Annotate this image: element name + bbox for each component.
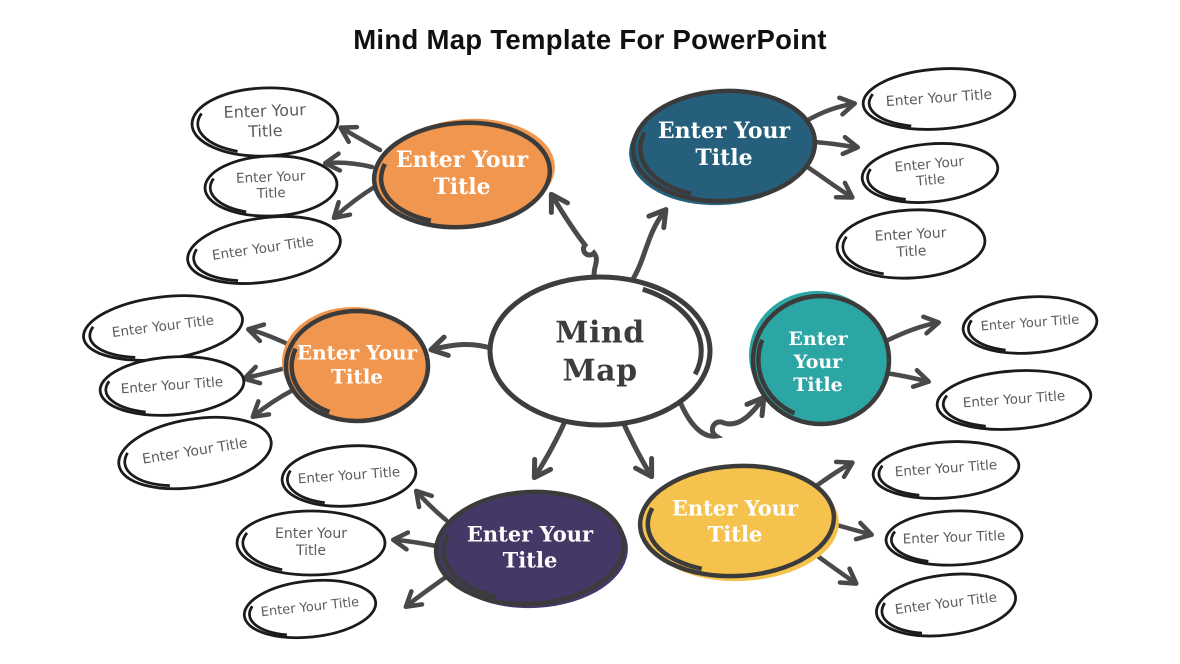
connector-top-right-leaf-3	[803, 163, 855, 200]
connector-center-bottom-right	[619, 417, 655, 480]
connector-bottom-right-leaf-3	[813, 552, 859, 586]
leaf-top-left-2-label[interactable]: Enter Your Title	[235, 168, 306, 203]
connector-center-bottom-left	[531, 416, 569, 481]
connector-center-top-left	[548, 191, 599, 286]
connector-center-middle-left	[428, 334, 497, 358]
hub-top-left-label[interactable]: Enter Your Title	[395, 147, 529, 200]
connector-top-right-leaf-2	[811, 134, 861, 157]
connector-middle-left-leaf-1	[246, 322, 295, 349]
connector-middle-right-leaf-2	[882, 367, 931, 389]
connector-top-left-leaf-2	[322, 151, 375, 173]
connector-bottom-left-leaf-1	[413, 488, 449, 523]
page-title: Mind Map Template For PowerPoint	[353, 24, 827, 55]
connector-top-right-leaf-1	[803, 95, 858, 124]
leaf-bottom-left-2-label[interactable]: Enter Your Title	[275, 525, 347, 559]
hub-middle-left-label[interactable]: Enter Your Title	[296, 340, 418, 389]
connector-center-top-right	[630, 207, 669, 282]
connector-top-left-leaf-3	[331, 183, 379, 221]
hub-bottom-right-label[interactable]: Enter Your Title	[671, 495, 799, 546]
connector-middle-right-leaf-1	[879, 314, 942, 346]
leaf-top-right-3-label[interactable]: Enter Your Title	[874, 225, 947, 261]
connector-center-middle-right	[678, 395, 767, 439]
hub-bottom-left-label[interactable]: Enter Your Title	[466, 521, 594, 572]
center-label[interactable]: Mind Map	[555, 315, 645, 389]
hub-middle-right-label[interactable]: Enter Your Title	[788, 328, 848, 397]
connector-middle-left-leaf-3	[250, 387, 296, 420]
leaf-top-left-1-label[interactable]: Enter Your Title	[223, 100, 307, 141]
connector-bottom-left-leaf-3	[403, 574, 449, 610]
connector-bottom-left-leaf-2	[390, 530, 439, 552]
connector-middle-left-leaf-2	[242, 364, 289, 386]
leaf-connectors	[242, 95, 942, 610]
connector-top-left-leaf-1	[338, 124, 383, 153]
hub-top-right-label[interactable]: Enter Your Title	[657, 118, 791, 171]
